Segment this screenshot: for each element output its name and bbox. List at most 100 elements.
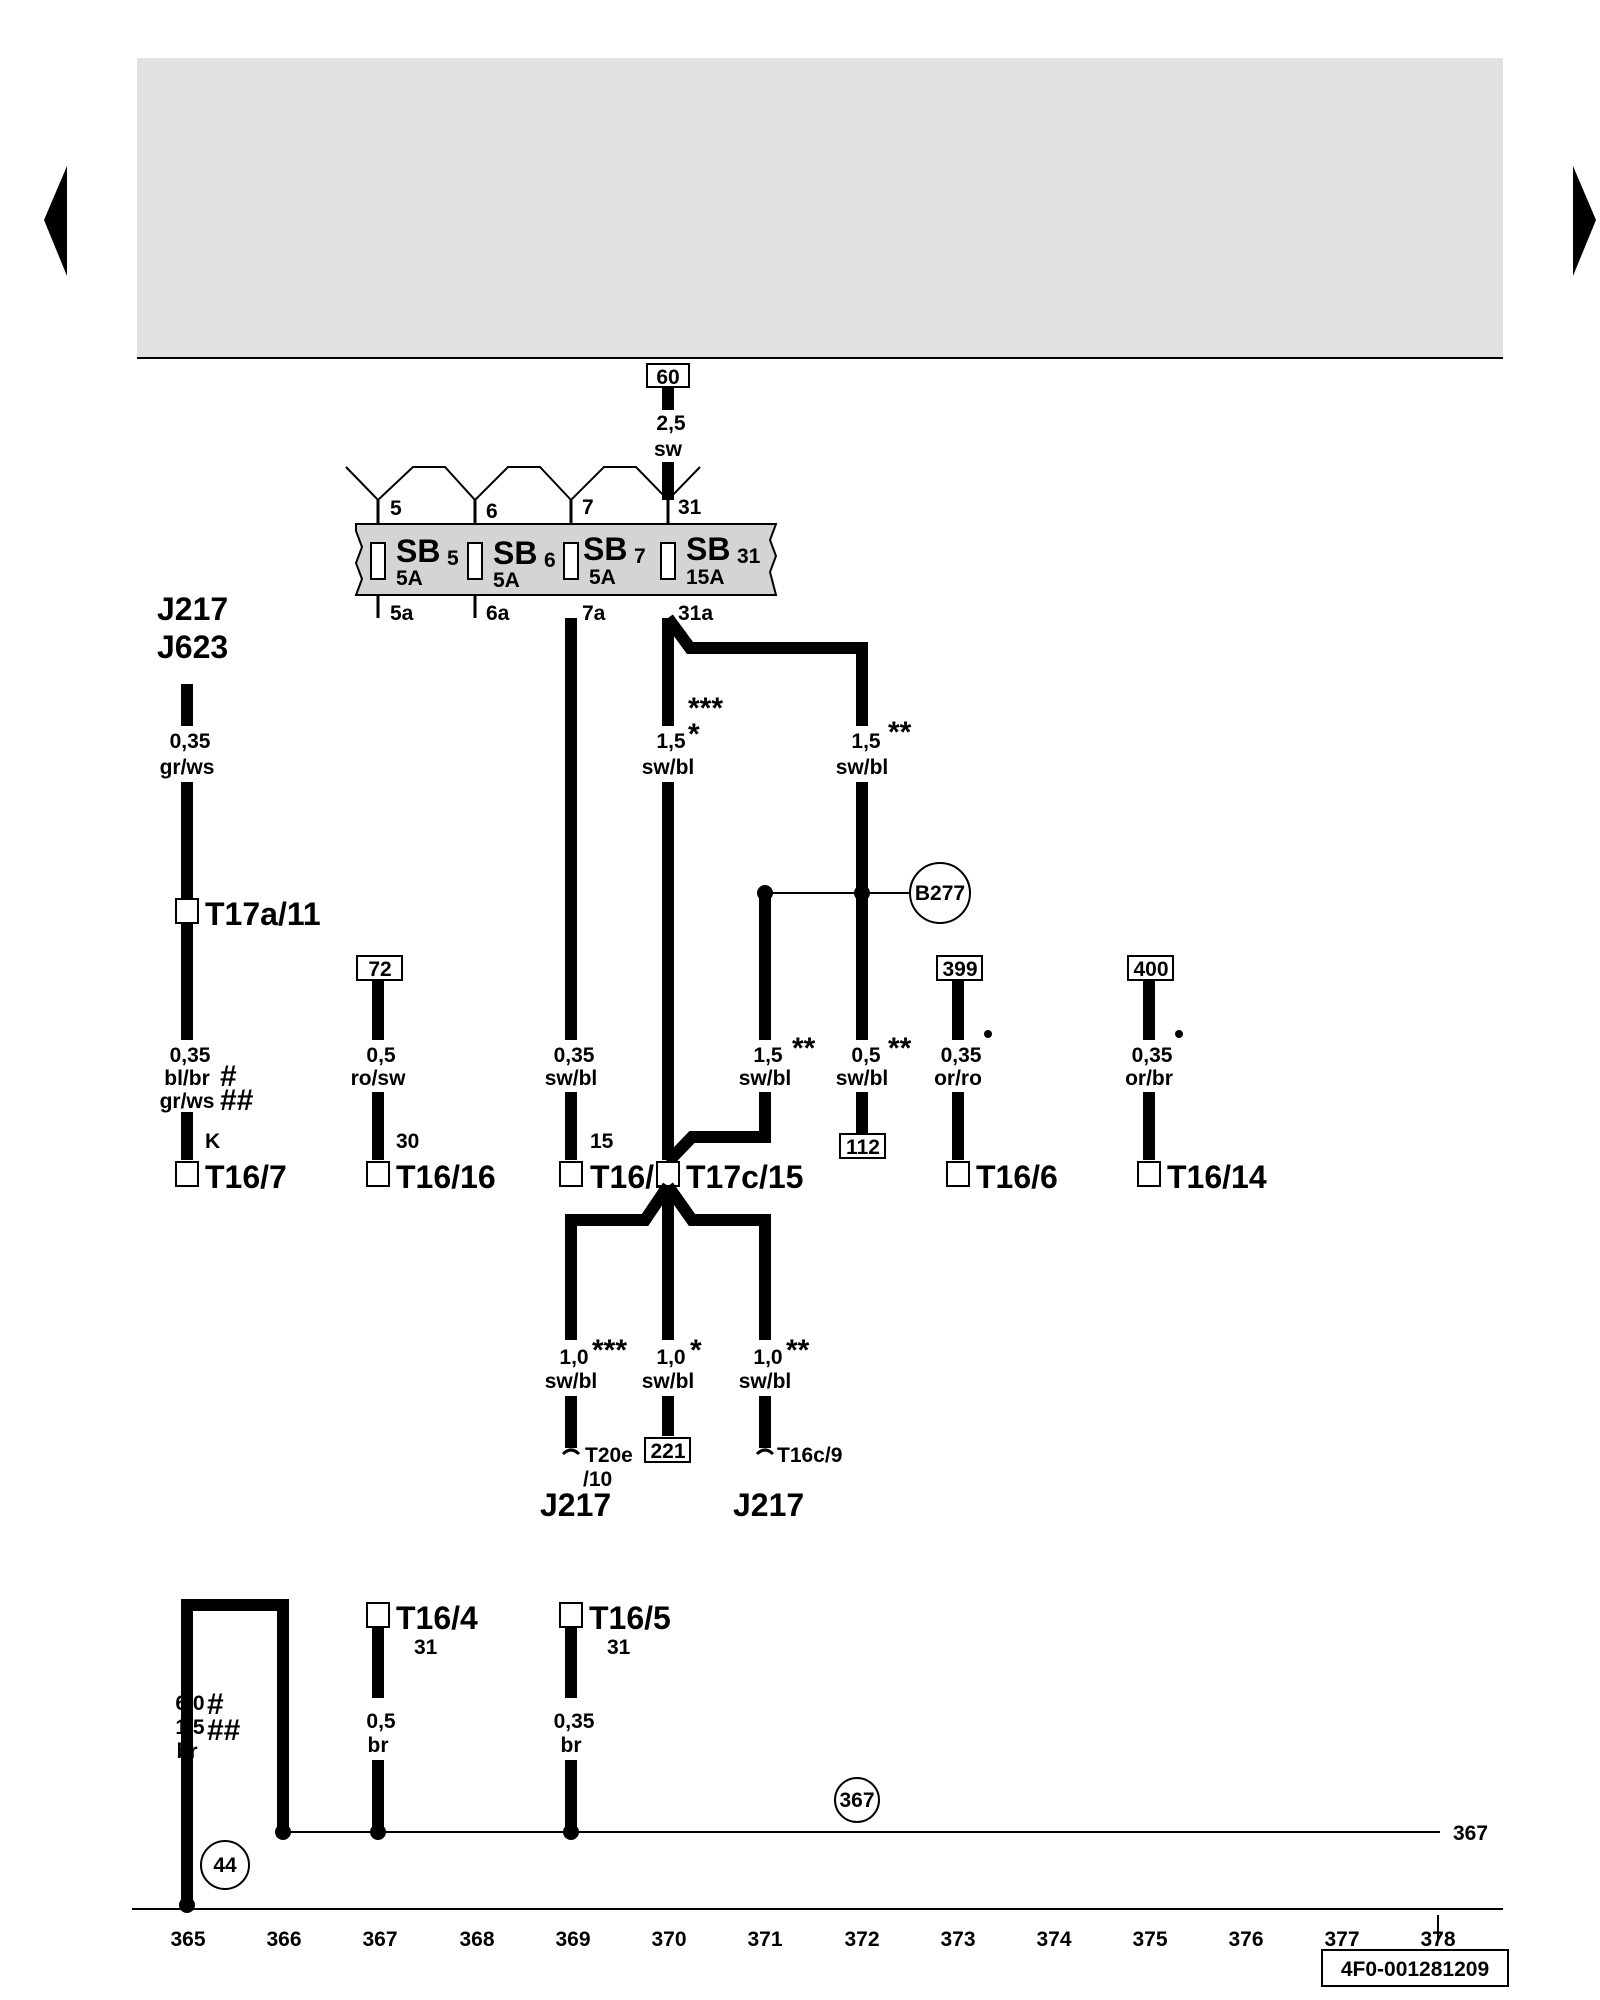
ground-wire-color-2: br (368, 1734, 389, 1757)
mark-triple-star-1: *** (688, 692, 723, 725)
junction-dot-2 (854, 885, 870, 901)
connector-t16-1-symbol (559, 1161, 583, 1187)
connector-t20e-label: T20e (585, 1444, 633, 1467)
mark-double-star-2: ** (792, 1032, 816, 1065)
connector-t16-16-label: T16/16 (396, 1159, 496, 1195)
wire-400-size: 0,35 (1132, 1044, 1173, 1067)
mark-double-star-3: ** (888, 1032, 912, 1065)
axis-number: 376 (1228, 1928, 1263, 1951)
connector-t16-5-label: T16/5 (589, 1600, 671, 1636)
fuse-sb31-name: SB (686, 531, 730, 567)
wire-31a-color: sw/bl (642, 756, 695, 779)
wire-d1-size: 1,0 (559, 1346, 588, 1369)
component-j217-lower-right: J217 (733, 1487, 804, 1523)
wire-31a-branch (663, 614, 868, 726)
reference-box-221 (644, 1437, 691, 1463)
b277-label: B277 (915, 882, 965, 905)
mark-star-2: * (690, 1334, 702, 1367)
previous-page-icon[interactable] (44, 166, 67, 276)
mark-double-star-1: ** (888, 716, 912, 749)
reference-60-label: 60 (656, 366, 679, 389)
wire-d2-color: sw/bl (642, 1370, 695, 1393)
mark-triple-star-2: *** (592, 1334, 627, 1367)
wire-left-color: gr/ws (160, 756, 215, 779)
ground-wire-color-3: br (561, 1734, 582, 1757)
wire-b-color: sw/bl (739, 1067, 792, 1090)
ground-junction-44 (179, 1897, 195, 1913)
ground-label-44: 44 (213, 1854, 237, 1877)
fuse-sb5-number: 5 (447, 547, 459, 570)
document-id-box (1321, 1949, 1509, 1987)
wire-d2-size: 1,0 (656, 1346, 685, 1369)
ground-circle-367 (834, 1777, 880, 1823)
ground-wire-color-1: br (177, 1740, 198, 1763)
fuse-sb5-amp: 5A (396, 567, 423, 590)
reference-399-label: 399 (942, 958, 977, 981)
connector-t16-7-symbol (175, 1161, 199, 1187)
mark-hash2-1: ## (220, 1084, 254, 1117)
wire-right-color: sw/bl (836, 756, 889, 779)
bus-dot-3 (563, 1824, 579, 1840)
ground-wire-loop (181, 1599, 289, 1905)
pin-label-7: 7 (582, 496, 594, 519)
connector-t16c-label: T16c/9 (777, 1444, 842, 1467)
pin-k-label: K (205, 1130, 220, 1153)
connector-t20e-symbol (561, 1448, 581, 1456)
connector-t16-6-label: T16/6 (976, 1159, 1058, 1195)
fuse-sb7-number: 7 (634, 545, 646, 568)
wire-7a-color: sw/bl (545, 1067, 598, 1090)
fuse-bridge (345, 466, 701, 502)
fuse-sb6-number: 6 (544, 549, 556, 572)
axis-numbers: 365 366 367 368 369 370 371 372 373 374 … (170, 1928, 1455, 1951)
connector-t16-14-label: T16/14 (1167, 1159, 1267, 1195)
connector-t16-14-symbol (1137, 1161, 1161, 1187)
fuse-sb6-name: SB (493, 535, 537, 571)
fuse-sb7-name: SB (583, 531, 627, 567)
pin-label-7a: 7a (582, 602, 606, 625)
connector-t16-7-label: T16/7 (205, 1159, 287, 1195)
component-j623: J623 (157, 629, 228, 665)
wire-split-left (565, 1182, 673, 1340)
wire-7a-size: 0,35 (554, 1044, 595, 1067)
pin-label-6: 6 (486, 500, 498, 523)
wire-left2-color1: bl/br (164, 1067, 210, 1090)
wire-d3-color: sw/bl (739, 1370, 792, 1393)
pin-31-label-1: 31 (414, 1636, 438, 1659)
connector-t16-6-symbol (946, 1161, 970, 1187)
wire-72-size: 0,5 (366, 1044, 396, 1067)
ground-wire-size-2: 1,5 (175, 1716, 205, 1739)
fuse-sb31-number: 31 (737, 545, 761, 568)
wire-112-size: 0,5 (851, 1044, 881, 1067)
wire-right-size: 1,5 (851, 730, 881, 753)
bus-dot-1 (275, 1824, 291, 1840)
pin-label-31: 31 (678, 496, 702, 519)
bus-dot-2 (370, 1824, 386, 1840)
reference-72-label: 72 (368, 958, 391, 981)
axis-number: 371 (747, 1928, 782, 1951)
wire-left-size: 0,35 (170, 730, 211, 753)
axis-number: 365 (170, 1928, 205, 1951)
reference-221-label: 221 (650, 1440, 685, 1463)
reference-box-72 (356, 955, 403, 981)
axis-number: 373 (940, 1928, 975, 1951)
ground-bus-label: 367 (1453, 1822, 1488, 1845)
wire-top-color: sw (654, 438, 683, 461)
connector-t17c-15-symbol (656, 1161, 680, 1187)
next-page-icon[interactable] (1573, 166, 1596, 276)
wire-b-merge (663, 1092, 771, 1167)
component-j217-lower-left: J217 (540, 1487, 611, 1523)
reference-box-60 (646, 363, 690, 388)
axis-number: 369 (555, 1928, 590, 1951)
connector-t16-16-symbol (366, 1161, 390, 1187)
ground-label-367: 367 (839, 1789, 874, 1812)
wire-399-size: 0,35 (941, 1044, 982, 1067)
ground-wire-size-2b: 0,5 (366, 1710, 396, 1733)
axis-number: 368 (459, 1928, 494, 1951)
wire-400-color: or/br (1125, 1067, 1173, 1090)
wire-399-color: or/ro (934, 1067, 982, 1090)
wire-112-color: sw/bl (836, 1067, 889, 1090)
pin-label-6a: 6a (486, 602, 510, 625)
axis-number: 367 (362, 1928, 397, 1951)
reference-112-label: 112 (846, 1136, 880, 1159)
reference-box-399 (936, 955, 983, 981)
